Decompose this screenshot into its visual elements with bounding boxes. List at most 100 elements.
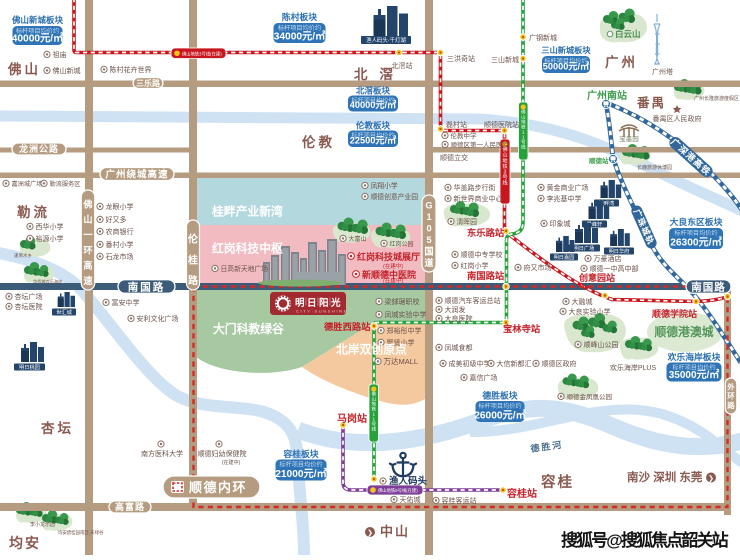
svg-text:红岗科技城展厅: 红岗科技城展厅 bbox=[357, 251, 420, 262]
svg-text:三洪奇站: 三洪奇站 bbox=[447, 54, 475, 63]
svg-text:桂畔湾: 桂畔湾 bbox=[599, 199, 615, 207]
svg-text:祖庙: 祖庙 bbox=[53, 50, 67, 59]
svg-text:三山新城板块: 三山新城板块 bbox=[541, 45, 591, 55]
svg-text:南沙 深圳 东莞: 南沙 深圳 东莞 bbox=[627, 470, 703, 484]
svg-text:顺德中专学校: 顺德中专学校 bbox=[461, 250, 503, 259]
svg-text:欢乐海岸板块: 欢乐海岸板块 bbox=[667, 351, 721, 362]
svg-text:陈村板块: 陈村板块 bbox=[282, 11, 317, 22]
svg-text:广州塔: 广州塔 bbox=[652, 67, 673, 76]
svg-text:黄金商业广场: 黄金商业广场 bbox=[547, 183, 589, 192]
svg-text:顺德区第一人民医院: 顺德区第一人民医院 bbox=[451, 140, 510, 149]
svg-text:万豪酒店: 万豪酒店 bbox=[594, 254, 622, 263]
svg-text:22500元/㎡: 22500元/㎡ bbox=[350, 135, 397, 146]
svg-text:番禺区人民政府: 番禺区人民政府 bbox=[653, 114, 702, 123]
svg-text:顺峰山公园: 顺峰山公园 bbox=[584, 340, 619, 349]
svg-text:容桂板块: 容桂板块 bbox=[282, 448, 318, 459]
svg-text:宝墨园: 宝墨园 bbox=[619, 134, 639, 143]
svg-text:容桂站: 容桂站 bbox=[506, 487, 537, 500]
svg-text:杏坛广场: 杏坛广场 bbox=[15, 292, 43, 301]
svg-text:标杆项目均价约: 标杆项目均价约 bbox=[674, 229, 717, 237]
svg-text:标杆项目均价约: 标杆项目均价约 bbox=[672, 364, 715, 372]
svg-text:成美初级中学: 成美初级中学 bbox=[449, 359, 491, 368]
svg-text:红岗科技中枢: 红岗科技中枢 bbox=[212, 242, 283, 256]
svg-text:34000元/㎡: 34000元/㎡ bbox=[274, 30, 326, 43]
svg-text:创意园站: 创意园站 bbox=[578, 272, 615, 283]
svg-text:万达MALL: 万达MALL bbox=[384, 356, 419, 366]
svg-text:渔人码头: 渔人码头 bbox=[389, 475, 428, 487]
svg-text:CITY·SUNSHINE: CITY·SUNSHINE bbox=[296, 309, 348, 314]
svg-text:标杆项目均价约: 标杆项目均价约 bbox=[544, 57, 587, 65]
svg-text:逢简水乡: 逢简水乡 bbox=[14, 252, 32, 259]
svg-text:大润发: 大润发 bbox=[445, 305, 466, 314]
svg-text:高富路: 高富路 bbox=[115, 501, 145, 512]
svg-text:佛山地铁3号线: 佛山地铁3号线 bbox=[502, 145, 507, 187]
svg-text:标杆项目均价约: 标杆项目均价约 bbox=[351, 97, 394, 105]
svg-text:番禺: 番禺 bbox=[636, 95, 666, 110]
svg-text:顺德一中高中部: 顺德一中高中部 bbox=[590, 264, 639, 273]
svg-text:大门科教绿谷: 大门科教绿谷 bbox=[213, 322, 284, 336]
svg-text:杏坛医院: 杏坛医院 bbox=[15, 302, 43, 311]
svg-text:龙眼小学: 龙眼小学 bbox=[106, 202, 134, 211]
svg-text:大良实验小学: 大良实验小学 bbox=[569, 307, 611, 316]
svg-text:德胜板块: 德胜板块 bbox=[481, 390, 517, 401]
svg-text:均安: 均安 bbox=[9, 535, 41, 551]
svg-text:宝林寺站: 宝林寺站 bbox=[503, 323, 541, 334]
svg-text:新顺德中医院: 新顺德中医院 bbox=[362, 269, 416, 280]
svg-text:好又多: 好又多 bbox=[106, 215, 127, 224]
svg-text:标杆项目均价约: 标杆项目均价约 bbox=[351, 132, 394, 140]
svg-text:马岗站: 马岗站 bbox=[337, 412, 367, 425]
svg-text:嘉信广场: 嘉信广场 bbox=[470, 373, 498, 382]
svg-text:府又市场: 府又市场 bbox=[524, 263, 552, 272]
svg-text:广州: 广州 bbox=[605, 54, 638, 70]
svg-text:凤城食都: 凤城食都 bbox=[445, 343, 473, 352]
svg-text:伦教板块: 伦教板块 bbox=[356, 121, 391, 131]
svg-text:磊村站: 磊村站 bbox=[446, 120, 467, 129]
svg-text:德胜河: 德胜河 bbox=[530, 438, 564, 453]
svg-text:外环路: 外环路 bbox=[727, 381, 735, 410]
svg-text:白云山: 白云山 bbox=[615, 29, 641, 39]
svg-text:佛山地铁9号线(在建): 佛山地铁9号线(在建) bbox=[378, 487, 418, 494]
svg-text:杏坛: 杏坛 bbox=[41, 420, 74, 436]
svg-text:标杆项目均价约: 标杆项目均价约 bbox=[478, 402, 521, 410]
svg-text:新世界商业中心: 新世界商业中心 bbox=[454, 194, 503, 203]
svg-text:容桂客运站: 容桂客运站 bbox=[442, 496, 477, 505]
svg-text:西华小学: 西华小学 bbox=[36, 222, 64, 231]
svg-text:伦教中学: 伦教中学 bbox=[451, 131, 478, 140]
svg-text:大富山: 大富山 bbox=[349, 235, 367, 243]
svg-text:均安碧桂园南区·天绿谷: 均安碧桂园南区·天绿谷 bbox=[58, 529, 104, 536]
svg-text:明日广场: 明日广场 bbox=[574, 244, 595, 252]
svg-text:标杆项目均价约: 标杆项目均价约 bbox=[278, 24, 321, 32]
svg-text:南方医科大学: 南方医科大学 bbox=[141, 449, 183, 458]
svg-text:中山: 中山 bbox=[380, 524, 410, 539]
svg-text:伦教: 伦教 bbox=[302, 134, 335, 150]
svg-text:北滘板块: 北滘板块 bbox=[356, 86, 391, 96]
svg-text:石龙市场: 石龙市场 bbox=[106, 252, 134, 261]
svg-text:广州绕城高速: 广州绕城高速 bbox=[105, 168, 168, 180]
svg-text:凤翔小学: 凤翔小学 bbox=[371, 181, 398, 190]
svg-text:标杆项目均价约: 标杆项目均价约 bbox=[16, 27, 59, 35]
svg-text:顺德港澳城: 顺德港澳城 bbox=[655, 325, 714, 339]
svg-text:聚贤小学: 聚贤小学 bbox=[387, 338, 415, 347]
svg-text:南国路: 南国路 bbox=[691, 280, 726, 293]
svg-text:顺德站: 顺德站 bbox=[589, 156, 609, 165]
svg-text:35000元/㎡: 35000元/㎡ bbox=[669, 368, 720, 381]
svg-text:郑裕彤中学: 郑裕彤中学 bbox=[387, 326, 422, 335]
svg-text:天佑城: 天佑城 bbox=[400, 495, 421, 504]
svg-text:欢乐海岸PLUS: 欢乐海岸PLUS bbox=[610, 363, 657, 372]
svg-text:北滘站: 北滘站 bbox=[392, 61, 413, 70]
svg-text:佛山新城: 佛山新城 bbox=[53, 66, 81, 75]
svg-text:(在建中): (在建中) bbox=[383, 277, 403, 285]
svg-text:三乐路: 三乐路 bbox=[136, 78, 161, 88]
svg-text:佛山一环高速: 佛山一环高速 bbox=[82, 198, 93, 286]
svg-text:红岗公园: 红岗公园 bbox=[390, 240, 414, 248]
svg-text:桂畔产业新湾: 桂畔产业新湾 bbox=[211, 205, 283, 219]
svg-text:陈村花卉世界: 陈村花卉世界 bbox=[110, 65, 152, 74]
svg-text:东乐路站: 东乐路站 bbox=[467, 227, 505, 238]
svg-text:顺德学院站: 顺德学院站 bbox=[652, 308, 697, 319]
svg-text:顺德创意产业园: 顺德创意产业园 bbox=[371, 192, 419, 201]
svg-text:标杆项目均价约: 标杆项目均价约 bbox=[279, 461, 322, 469]
svg-text:顺德区政府: 顺德区政府 bbox=[542, 359, 577, 368]
svg-text:华盖路步行街: 华盖路步行街 bbox=[454, 183, 496, 192]
